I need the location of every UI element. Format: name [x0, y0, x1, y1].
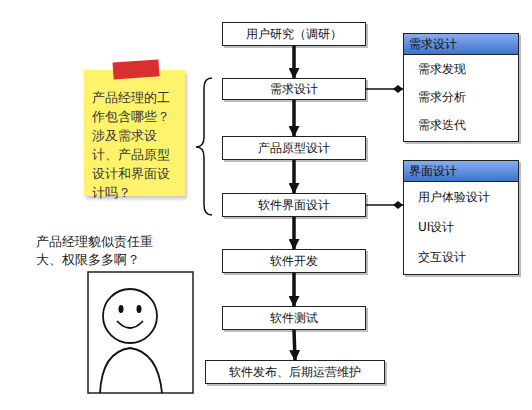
panel-item: 需求分析	[404, 83, 518, 111]
connector	[366, 88, 403, 90]
panel-item: 交互设计	[404, 242, 518, 272]
node-label: 产品经理貌似责任重大、权限多多啊？	[36, 233, 172, 269]
process-box: 软件界面设计	[222, 193, 366, 217]
connector	[294, 330, 295, 360]
node-label: 产品经理的工作包含哪些？涉及需求设计、产品原型设计和界面设计吗？	[92, 90, 170, 200]
face-eye	[119, 305, 124, 313]
panel-item: UI设计	[404, 212, 518, 242]
node-label: 产品原型设计	[258, 140, 330, 157]
detail-panel: 界面设计用户体验设计UI设计交互设计	[403, 160, 519, 275]
node-label: 需求设计	[270, 81, 318, 98]
bubble-shape	[20, 228, 186, 288]
panel-item: 需求迭代	[404, 111, 518, 139]
person-shoulders	[100, 348, 162, 393]
node-label: 软件测试	[270, 310, 318, 327]
process-box: 软件测试	[222, 306, 366, 330]
face-eye	[137, 305, 142, 313]
panel-item: 需求发现	[404, 55, 518, 83]
person-illustration	[88, 272, 193, 393]
process-box: 需求设计	[222, 78, 366, 100]
process-box: 产品原型设计	[222, 136, 366, 160]
panel-item: 用户体验设计	[404, 182, 518, 212]
process-box: 用户研究（调研）	[222, 22, 366, 46]
connector	[292, 160, 296, 193]
panel-heading: 需求设计	[404, 34, 518, 55]
curly-brace	[196, 78, 212, 215]
connector	[366, 204, 403, 206]
connector	[292, 273, 296, 306]
sticky-note: 产品经理的工作包含哪些？涉及需求设计、产品原型设计和界面设计吗？	[84, 70, 185, 196]
face-smile	[117, 321, 143, 328]
process-box: 软件开发	[222, 249, 366, 273]
node-label: 软件界面设计	[258, 197, 330, 214]
connector	[292, 217, 296, 249]
node-label: 用户研究（调研）	[246, 26, 342, 43]
node-label: 软件发布、后期运营维护	[229, 364, 361, 381]
process-box: 软件发布、后期运营维护	[205, 360, 385, 384]
panel-heading: 界面设计	[404, 161, 518, 182]
connector	[292, 100, 296, 136]
face-head	[103, 289, 157, 343]
portrait-frame	[88, 272, 193, 393]
node-label: 软件开发	[270, 253, 318, 270]
connector	[292, 46, 296, 78]
speech-bubble: 产品经理貌似责任重大、权限多多啊？	[20, 228, 186, 274]
detail-panel: 需求设计需求发现需求分析需求迭代	[403, 33, 519, 142]
